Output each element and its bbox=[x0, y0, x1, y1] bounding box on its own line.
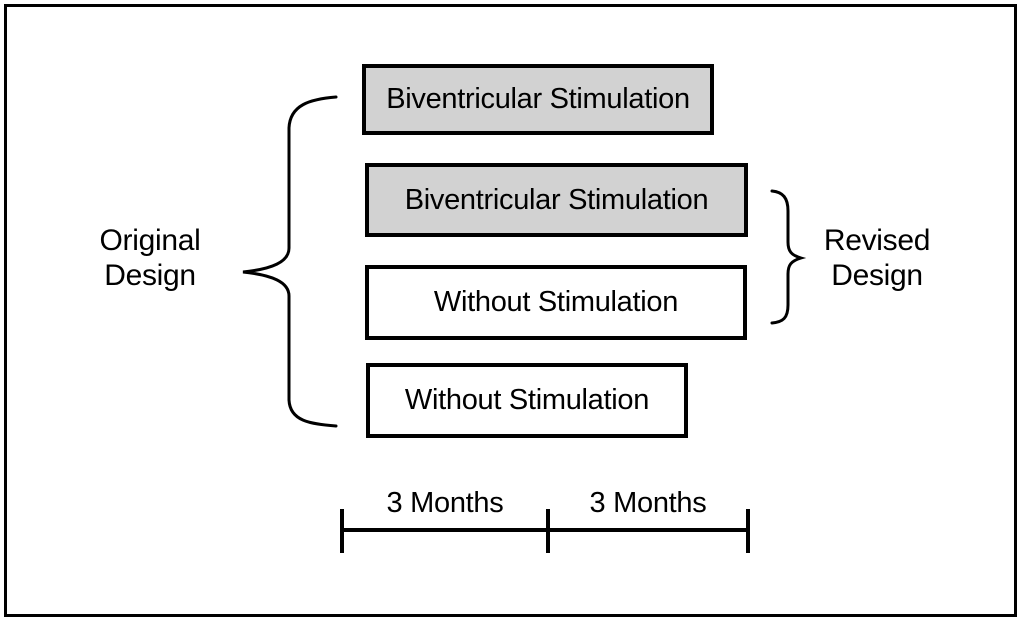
timeline-segment-label-1: 3 Months bbox=[386, 487, 504, 519]
box-biventricular-stimulation-original: Biventricular Stimulation bbox=[362, 64, 714, 135]
box-without-stimulation-original: Without Stimulation bbox=[366, 363, 688, 438]
box-label: Without Stimulation bbox=[433, 286, 679, 318]
diagram-border bbox=[4, 4, 1017, 617]
label-original-design: Original Design bbox=[60, 223, 240, 293]
box-label: Biventricular Stimulation bbox=[386, 83, 690, 115]
box-biventricular-stimulation-revised: Biventricular Stimulation bbox=[365, 163, 748, 237]
label-original-design-line1: Original bbox=[99, 224, 201, 257]
label-revised-design-line1: Revised bbox=[823, 224, 931, 257]
box-label: Without Stimulation bbox=[404, 384, 650, 416]
box-label: Biventricular Stimulation bbox=[404, 183, 709, 216]
label-original-design-line2: Design bbox=[104, 259, 196, 292]
box-without-stimulation-revised: Without Stimulation bbox=[365, 265, 747, 340]
label-revised-design: Revised Design bbox=[787, 223, 967, 293]
timeline-segment-label-2: 3 Months bbox=[589, 487, 707, 519]
label-revised-design-line2: Design bbox=[831, 259, 923, 292]
